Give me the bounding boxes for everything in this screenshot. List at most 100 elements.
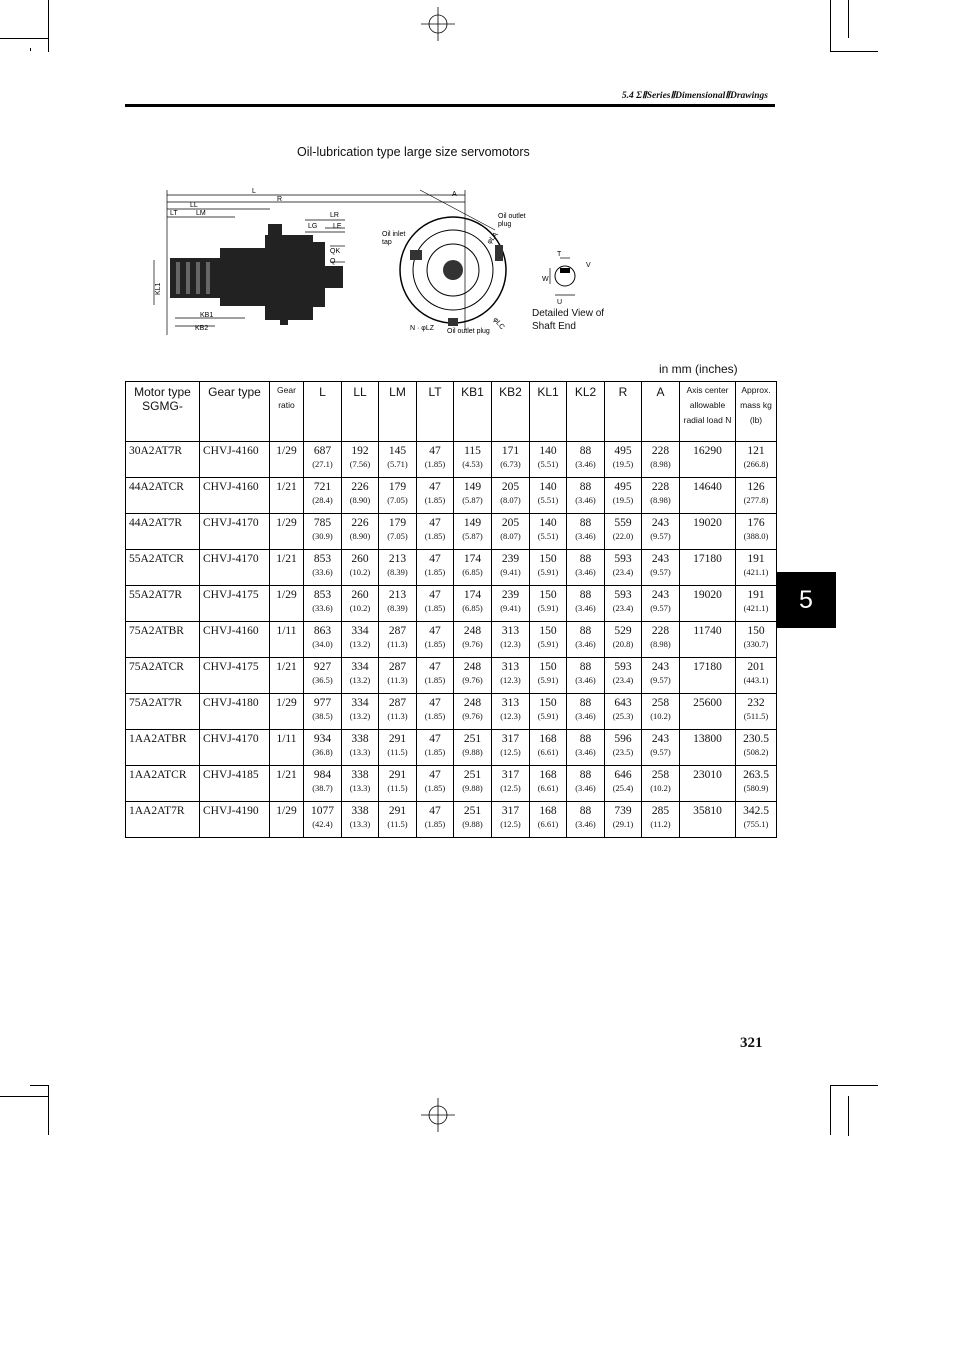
cell-kb2: 317(12.5) [491, 729, 530, 766]
value-inches: (9.76) [462, 711, 483, 721]
cell-kb1: 149(5.87) [453, 513, 492, 550]
value-inches: (11.5) [387, 747, 408, 757]
column-header: KL1 [529, 381, 567, 442]
value-inches: (421.1) [743, 603, 769, 613]
cell-lm: 213(8.39) [378, 585, 417, 622]
cell-kb2: 171(6.73) [491, 441, 530, 478]
value-inches: (9.41) [500, 567, 521, 577]
value-mm: 47 [429, 517, 441, 529]
value-mm: 643 [614, 697, 632, 709]
value-mm: 150 [539, 589, 557, 601]
value-mm: 88 [579, 733, 592, 745]
value-inches: (3.46) [575, 639, 596, 649]
cell-ratio: 1/21 [269, 657, 304, 694]
value-mm: 317 [501, 805, 520, 817]
value-mm: 126 [747, 481, 765, 493]
value-mm: 251 [463, 769, 482, 781]
svg-text:QK: QK [330, 248, 340, 255]
value-mm: 495 [614, 481, 632, 493]
cell-a: 228(8.98) [641, 441, 680, 478]
value-inches: (3.46) [575, 567, 596, 577]
value-mm: 115 [464, 445, 481, 457]
value-inches: (388.0) [743, 531, 769, 541]
value-inches: (8.07) [500, 531, 521, 541]
cell-ll: 260(10.2) [341, 549, 379, 586]
value-mm: 145 [388, 445, 407, 457]
cell-ratio: 1/29 [269, 441, 304, 478]
cell-a: 243(9.57) [641, 657, 680, 694]
cell-kb2: 239(9.41) [491, 549, 530, 586]
cell-l: 853(33.6) [303, 549, 342, 586]
value-mm: 121 [747, 445, 765, 457]
value-mm: 317 [501, 769, 520, 781]
value-mm: 150 [539, 661, 557, 673]
value-inches: (1.85) [424, 819, 446, 829]
value-mm: 338 [351, 769, 369, 781]
value-inches: (11.2) [650, 819, 671, 829]
cell-mass: 191 (421.1) [735, 585, 777, 622]
cell-kl2: 88 (3.46) [566, 477, 605, 514]
cell-kl2: 88(3.46) [566, 765, 605, 802]
value-mm: 47 [429, 589, 441, 601]
value-mm: 243 [651, 733, 670, 745]
value-inches: (11.3) [387, 711, 408, 721]
value-inches: (10.2) [349, 603, 371, 613]
value-mm: 191 [747, 589, 765, 601]
value-inches: (23.4) [612, 675, 634, 685]
value-mm: 258 [651, 769, 670, 781]
value-inches: (8.98) [650, 639, 671, 649]
cell-load: 19020 [679, 513, 736, 550]
svg-text:L: L [252, 188, 256, 195]
cell-kl2: 88(3.46) [566, 549, 605, 586]
value-inches: (25.4) [612, 783, 634, 793]
column-header: LL [341, 381, 379, 442]
column-header: L [303, 381, 342, 442]
cell-r: 529(20.8) [604, 621, 642, 658]
value-inches: (9.57) [650, 675, 671, 685]
value-mm: 179 [388, 481, 407, 493]
column-header: Gear ratio [269, 381, 304, 442]
value-inches: (25.3) [612, 711, 634, 721]
cell-load: 19020 [679, 585, 736, 622]
cell-mass: 126 (277.8) [735, 477, 777, 514]
value-inches: (30.9) [312, 531, 333, 541]
value-inches: (3.46) [575, 603, 596, 613]
value-inches: (13.3) [349, 747, 371, 757]
value-mm: 342.5 [743, 805, 769, 817]
value-inches: (277.8) [743, 495, 769, 505]
value-inches: (6.61) [537, 819, 559, 829]
cell-motor: 1AA2ATBR [125, 729, 200, 766]
value-mm: 88 [579, 481, 592, 493]
value-inches: (3.46) [575, 495, 596, 505]
cell-gear: CHVJ-4180 [199, 693, 270, 730]
cell-kb2: 205(8.07) [491, 513, 530, 550]
value-mm: 248 [463, 661, 482, 673]
cell-mass: 342.5(755.1) [735, 801, 777, 838]
value-inches: (266.8) [743, 459, 769, 469]
value-mm: 213 [388, 589, 407, 601]
svg-text:Oil outlet: Oil outlet [498, 213, 526, 220]
cell-r: 596(23.5) [604, 729, 642, 766]
cell-load: 17180 [679, 549, 736, 586]
value-mm: 287 [388, 661, 407, 673]
value-mm: 176 [747, 517, 765, 529]
value-mm: 338 [351, 805, 369, 817]
cell-kb1: 251(9.88) [453, 765, 492, 802]
value-mm: 232 [747, 697, 765, 709]
value-inches: (8.90) [349, 531, 371, 541]
value-mm: 88 [579, 517, 592, 529]
value-inches: (7.05) [387, 531, 408, 541]
value-mm: 88 [579, 445, 592, 457]
value-mm: 291 [388, 733, 407, 745]
cell-ratio: 1/29 [269, 585, 304, 622]
svg-text:LE: LE [333, 223, 342, 230]
cell-l: 687(27.1) [303, 441, 342, 478]
value-mm: 853 [313, 553, 332, 565]
cell-kb1: 248(9.76) [453, 621, 492, 658]
value-mm: 140 [539, 481, 557, 493]
value-mm: 248 [463, 625, 482, 637]
